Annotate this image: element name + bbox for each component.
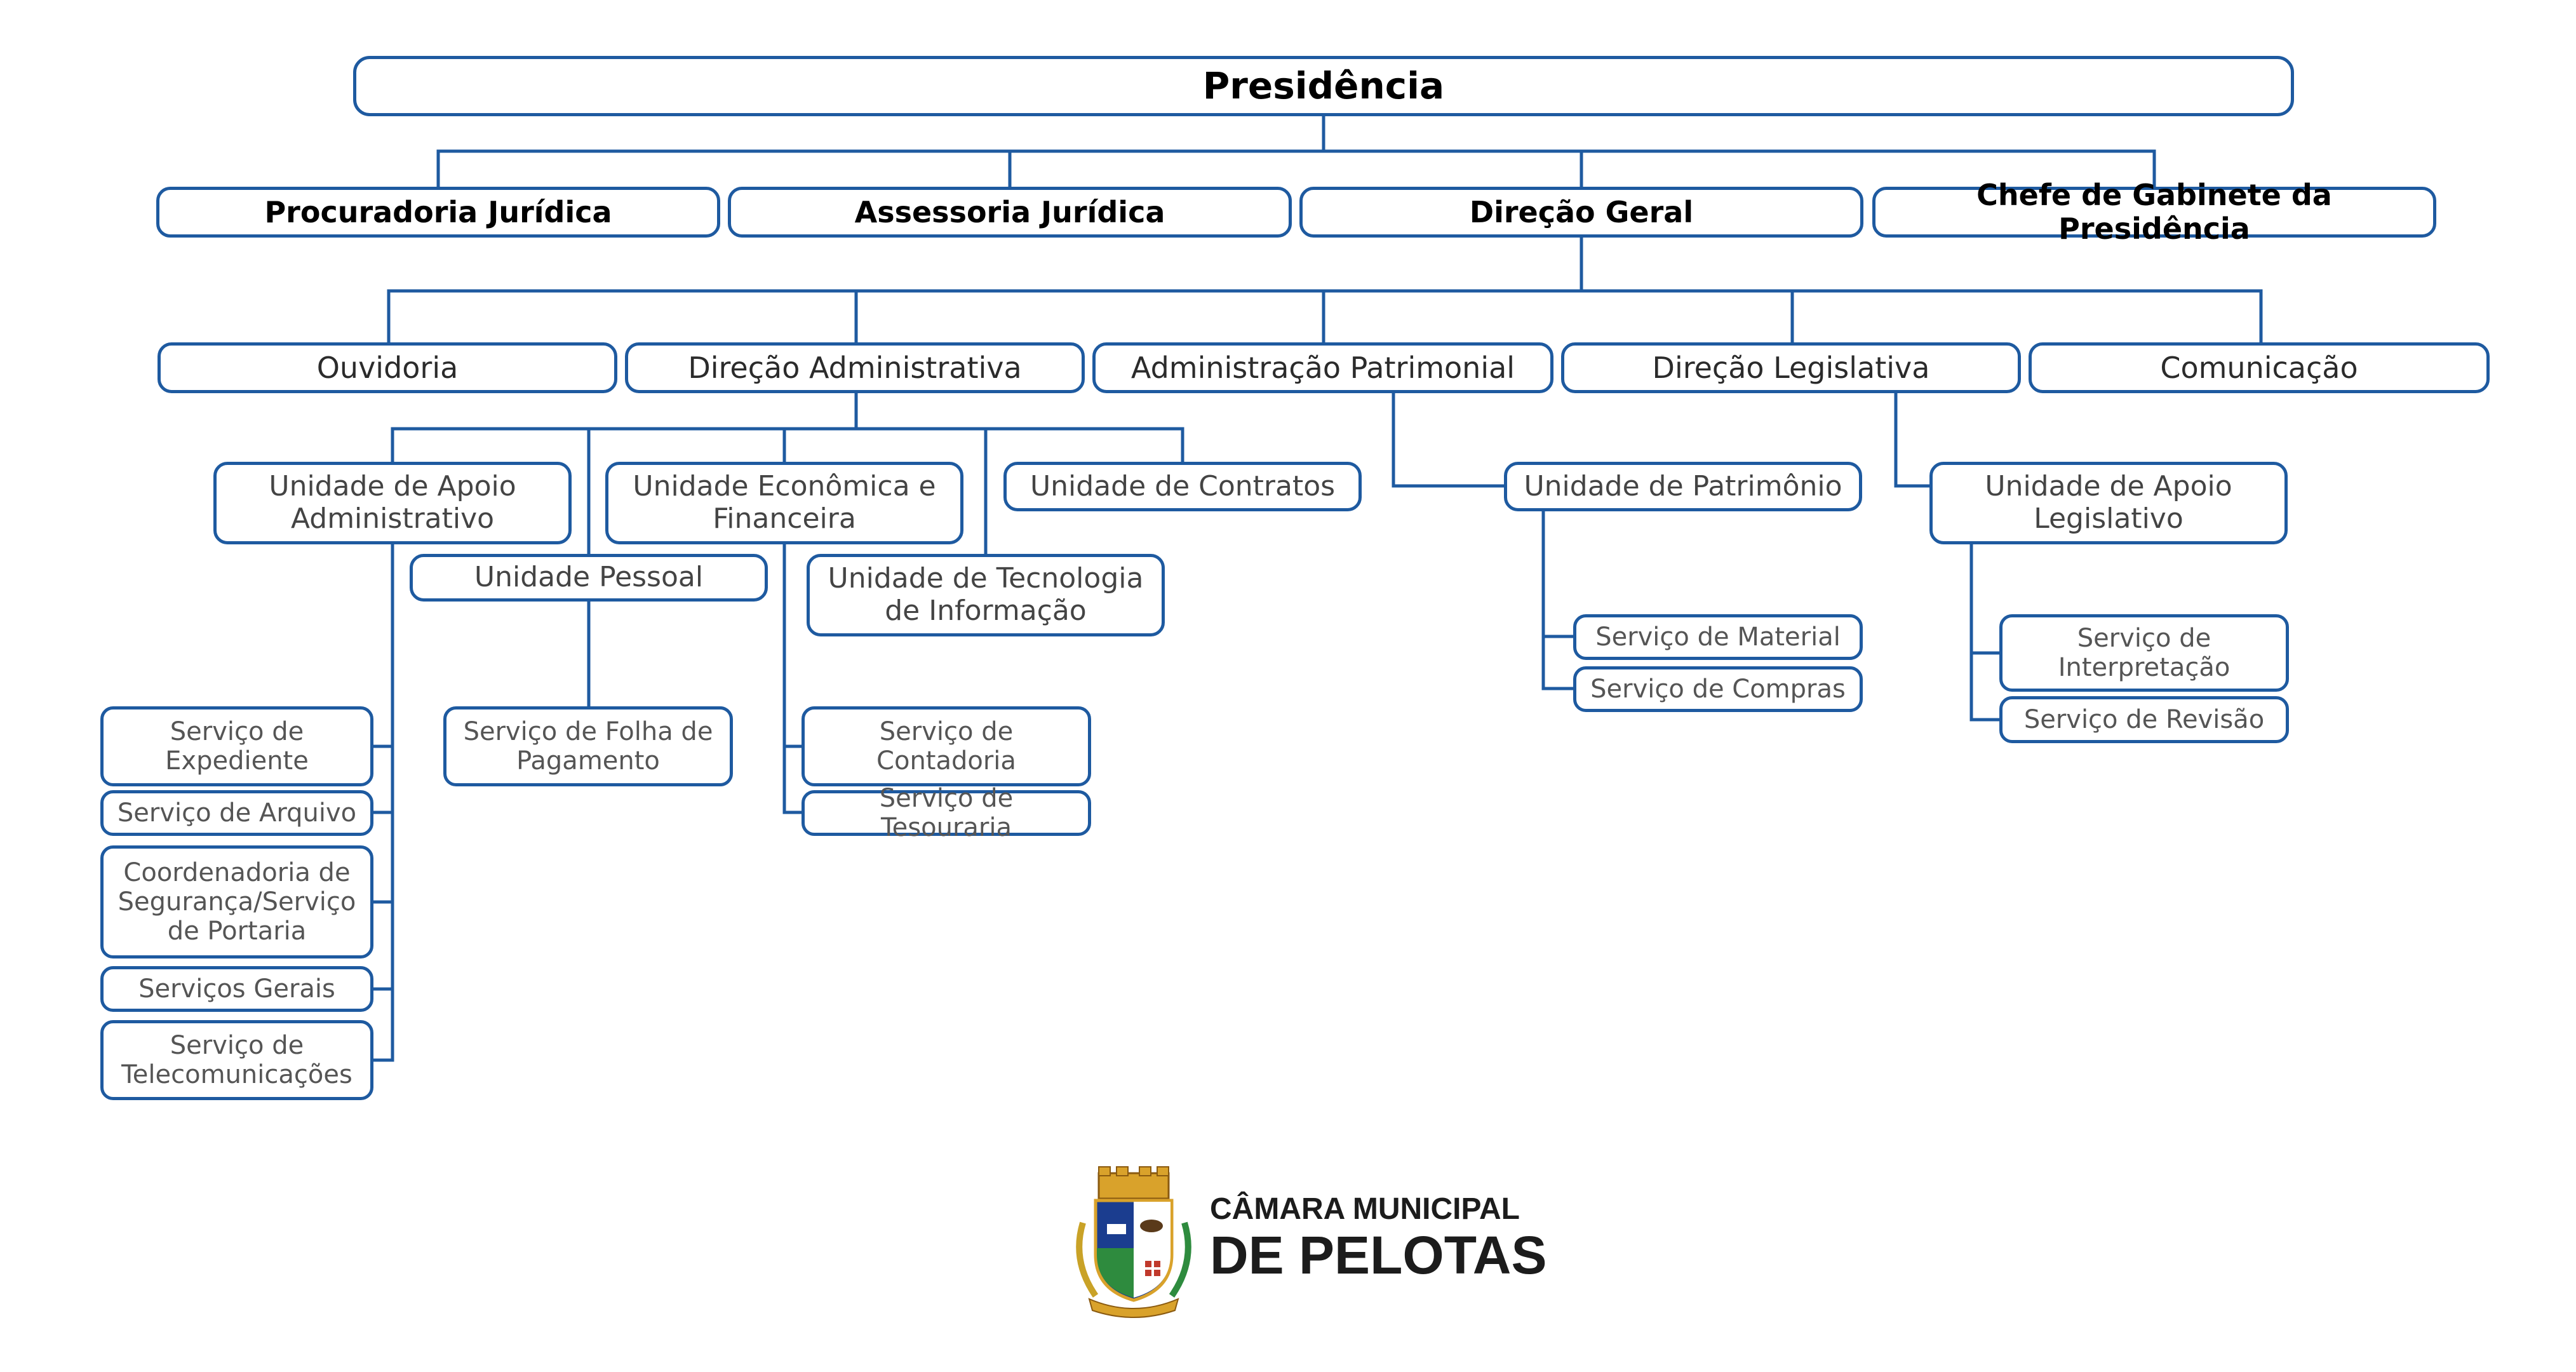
node-servicos-gerais: Serviços Gerais [100, 966, 373, 1012]
node-servico-expediente: Serviço de Expediente [100, 706, 373, 786]
node-unidade-apoio-administrativo: Unidade de Apoio Administrativo [213, 462, 572, 544]
node-direcao-administrativa: Direção Administrativa [625, 342, 1085, 393]
node-servico-arquivo: Serviço de Arquivo [100, 790, 373, 836]
node-servico-compras: Serviço de Compras [1573, 666, 1863, 712]
city-crest-icon [1076, 1166, 1191, 1318]
node-chefe-gabinete: Chefe de Gabinete da Presidência [1872, 178, 2436, 245]
node-unidade-patrimonio: Unidade de Patrimônio [1504, 462, 1862, 511]
node-administracao-patrimonial: Administração Patrimonial [1092, 342, 1553, 393]
node-comunicacao: Comunicação [2029, 342, 2490, 393]
node-unidade-contratos: Unidade de Contratos [1003, 462, 1362, 511]
node-servico-revisao: Serviço de Revisão [1999, 696, 2289, 743]
logo-line-1: CÂMARA MUNICIPAL [1210, 1192, 1520, 1226]
node-unidade-tecnologia-informacao: Unidade de Tecnologia de Informação [807, 554, 1165, 636]
node-servico-material: Serviço de Material [1573, 614, 1863, 660]
node-servico-telecomunicacoes: Serviço de Telecomunicações [100, 1020, 373, 1100]
node-ouvidoria: Ouvidoria [158, 342, 617, 393]
node-direcao-legislativa: Direção Legislativa [1561, 342, 2021, 393]
logo-wordmark: CÂMARA MUNICIPAL DE PELOTAS [1210, 1194, 1547, 1282]
node-unidade-economica-financeira: Unidade Econômica e Financeira [605, 462, 963, 544]
node-assessoria-juridica: Assessoria Jurídica [728, 187, 1292, 238]
logo-line-2: DE PELOTAS [1210, 1225, 1547, 1285]
node-servico-interpretacao: Serviço de Interpretação [1999, 614, 2289, 692]
node-coordenadoria-seguranca: Coordenadoria de Segurança/Serviço de Po… [100, 845, 373, 958]
node-unidade-pessoal: Unidade Pessoal [410, 554, 768, 602]
node-unidade-apoio-legislativo: Unidade de Apoio Legislativo [1929, 462, 2288, 544]
node-procuradoria-juridica: Procuradoria Jurídica [156, 187, 720, 238]
node-direcao-geral: Direção Geral [1299, 187, 1863, 238]
node-servico-folha-pagamento: Serviço de Folha de Pagamento [443, 706, 733, 786]
node-presidencia: Presidência [353, 56, 2294, 116]
node-servico-tesouraria: Serviço de Tesouraria [802, 784, 1091, 842]
node-servico-contadoria: Serviço de Contadoria [802, 706, 1091, 786]
